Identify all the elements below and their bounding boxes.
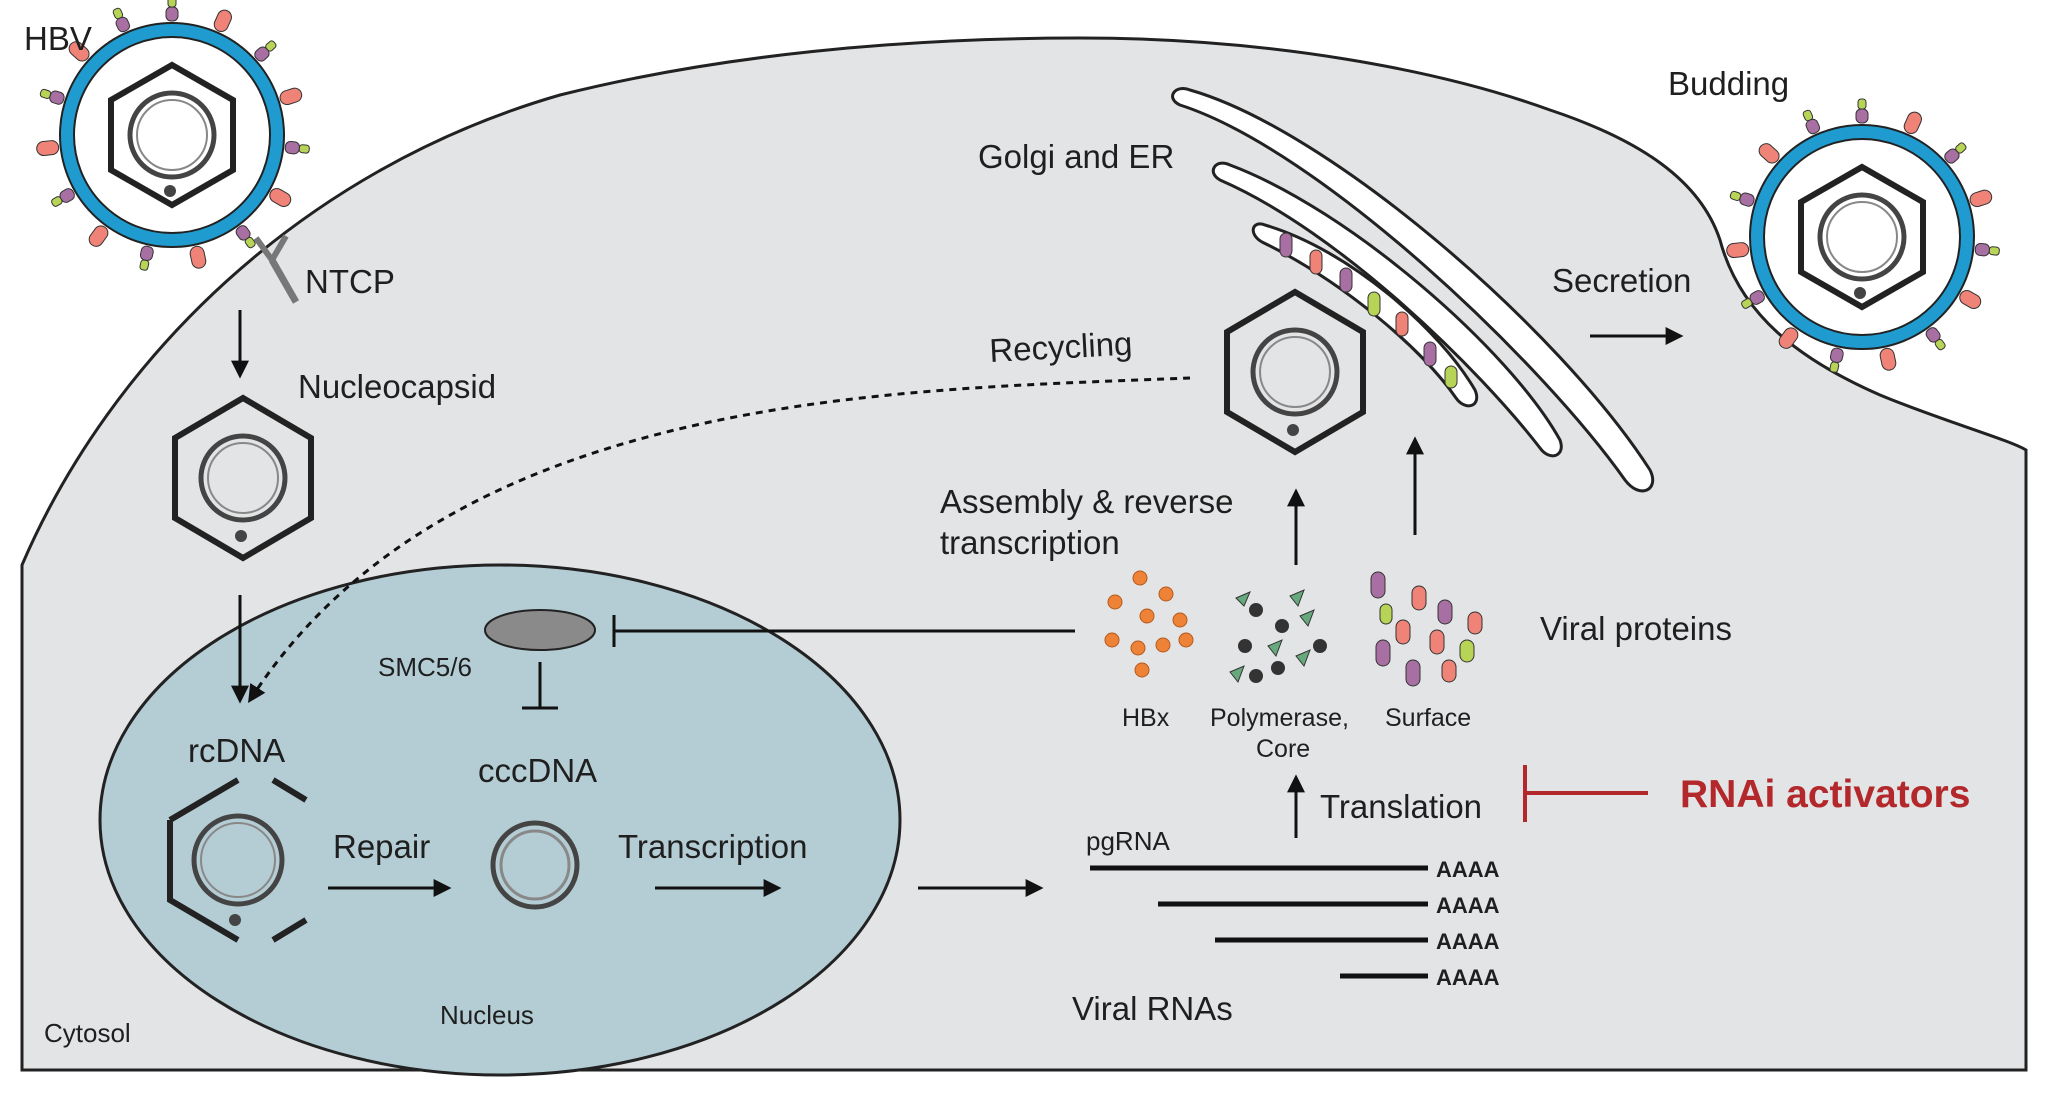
- er-surface-proteins: [1279, 232, 1458, 389]
- polymerase-core-cluster: [1229, 589, 1327, 683]
- surface-protein-cluster: [1370, 571, 1483, 687]
- rcdna-icon: [167, 777, 308, 943]
- hbx-protein-cluster: [1104, 570, 1194, 678]
- pgrna-label: pgRNA: [1086, 826, 1170, 856]
- polya-tail-4: AAAA: [1436, 965, 1500, 990]
- nucleus-label: Nucleus: [440, 1000, 534, 1030]
- assembly-label-line2: transcription: [940, 524, 1120, 561]
- secretion-label: Secretion: [1552, 262, 1691, 299]
- polymerase-label-line1: Polymerase,: [1210, 704, 1349, 732]
- golgi-er-label: Golgi and ER: [978, 138, 1174, 175]
- smc56-icon: [484, 609, 596, 651]
- nucleocapsid-label: Nucleocapsid: [298, 368, 496, 405]
- polya-tail-3: AAAA: [1436, 929, 1500, 954]
- viral-rnas: [1090, 865, 1428, 979]
- translation-label: Translation: [1320, 788, 1482, 825]
- recycling-path: [248, 376, 1191, 704]
- budding-virion-icon: [1725, 98, 2001, 374]
- smc56-label: SMC5/6: [378, 652, 472, 682]
- cccdna-label: cccDNA: [478, 752, 597, 789]
- mature-nucleocapsid-icon: [1224, 288, 1366, 456]
- recycling-label: Recycling: [988, 325, 1133, 369]
- ntcp-label: NTCP: [305, 263, 395, 300]
- ntcp-receptor-icon: [253, 234, 300, 304]
- rcdna-label: rcDNA: [188, 732, 285, 769]
- rnai-activators-label: RNAi activators: [1680, 773, 1970, 816]
- nucleocapsid-icon: [172, 394, 314, 562]
- cytosol-label: Cytosol: [44, 1018, 131, 1048]
- polymerase-label-line2: Core: [1256, 735, 1310, 763]
- polya-tail-1: AAAA: [1436, 857, 1500, 882]
- polya-tail-2: AAAA: [1436, 893, 1500, 918]
- hbx-label: HBx: [1122, 704, 1170, 732]
- hbv-label: HBV: [24, 20, 92, 57]
- viral-proteins-label: Viral proteins: [1540, 610, 1732, 647]
- cccdna-icon: [490, 820, 580, 910]
- assembly-label-line1: Assembly & reverse: [940, 483, 1233, 520]
- repair-label: Repair: [333, 828, 430, 865]
- surface-label: Surface: [1385, 704, 1471, 732]
- golgi-er-icon: [1171, 87, 1655, 493]
- budding-label: Budding: [1668, 65, 1789, 102]
- transcription-label: Transcription: [618, 828, 808, 865]
- viral-rnas-label: Viral RNAs: [1072, 990, 1233, 1027]
- nucleus: [98, 563, 902, 1077]
- hbv-virion-icon: [35, 0, 311, 272]
